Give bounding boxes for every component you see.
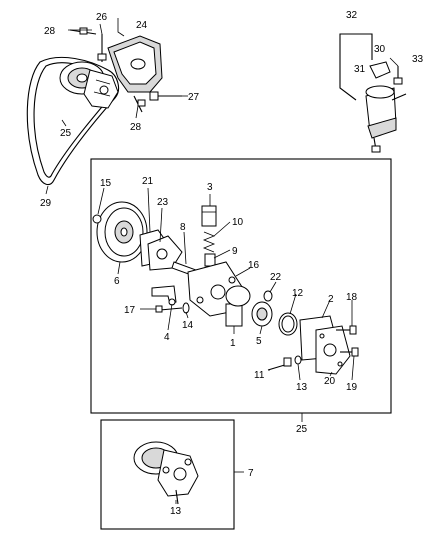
leader-lines bbox=[45, 23, 399, 504]
bracket-bolt-27 bbox=[149, 91, 182, 101]
bracket-bolt-28-top bbox=[69, 27, 97, 35]
callout-7: 7 bbox=[248, 468, 254, 479]
gasket-12 bbox=[278, 312, 298, 336]
callout-8: 8 bbox=[180, 222, 186, 233]
pulley-6 bbox=[96, 201, 148, 263]
leader-24 bbox=[117, 18, 125, 37]
callout-23: 23 bbox=[157, 197, 169, 208]
bolt-11 bbox=[267, 357, 292, 371]
callout-20: 20 bbox=[324, 376, 336, 387]
callout-33: 33 bbox=[412, 54, 424, 65]
valve-3 bbox=[201, 205, 217, 227]
callout-22: 22 bbox=[270, 272, 282, 283]
rear-cover-20 bbox=[315, 325, 351, 375]
callout-28-top: 28 bbox=[44, 26, 56, 37]
callout-26: 26 bbox=[96, 12, 108, 23]
cam-ring-1 bbox=[225, 285, 251, 327]
callout-1: 1 bbox=[230, 338, 236, 349]
callout-25-bottom: 25 bbox=[296, 424, 308, 435]
callout-29: 29 bbox=[40, 198, 52, 209]
callout-3: 3 bbox=[207, 182, 213, 193]
bolt-17 bbox=[155, 305, 183, 313]
callout-10: 10 bbox=[232, 217, 244, 228]
pump-exploded-view-frame bbox=[90, 158, 392, 414]
pump-reference-view bbox=[133, 441, 199, 505]
callout-4: 4 bbox=[164, 332, 170, 343]
callout-19: 19 bbox=[346, 382, 358, 393]
callout-17: 17 bbox=[124, 305, 136, 316]
callout-6: 6 bbox=[114, 276, 120, 287]
oring-13 bbox=[294, 355, 302, 365]
pump-reference-frame bbox=[100, 419, 235, 530]
spring-10 bbox=[202, 231, 216, 253]
bolt-19 bbox=[340, 347, 359, 357]
callout-21: 21 bbox=[142, 176, 154, 187]
callout-13: 13 bbox=[296, 382, 308, 393]
mounting-bracket bbox=[107, 35, 163, 93]
callout-9: 9 bbox=[232, 246, 238, 257]
callout-2: 2 bbox=[328, 294, 334, 305]
callout-labels: 28 26 24 27 28 25 29 32 30 33 31 15 21 2… bbox=[40, 10, 424, 517]
pulley-nut-15 bbox=[92, 214, 102, 224]
callout-24: 24 bbox=[136, 20, 148, 31]
oring-14 bbox=[182, 302, 190, 314]
plate-23 bbox=[147, 235, 183, 271]
callout-15: 15 bbox=[100, 178, 112, 189]
callout-31: 31 bbox=[354, 64, 366, 75]
callout-27: 27 bbox=[188, 92, 200, 103]
callout-28-bottom: 28 bbox=[130, 122, 142, 133]
valve-9 bbox=[204, 253, 216, 267]
rotor-5 bbox=[251, 301, 273, 327]
callout-13-bottom: 13 bbox=[170, 506, 182, 517]
bolt-18 bbox=[336, 325, 357, 335]
callout-5: 5 bbox=[256, 336, 262, 347]
reservoir-bracket-lines bbox=[339, 33, 373, 101]
reservoir-body bbox=[365, 85, 407, 153]
callout-16: 16 bbox=[248, 260, 260, 271]
callout-30: 30 bbox=[374, 44, 386, 55]
pump-assembly-top bbox=[59, 61, 119, 109]
reservoir-bolt-33 bbox=[393, 66, 403, 85]
callout-14: 14 bbox=[182, 320, 194, 331]
seal-22 bbox=[263, 290, 273, 302]
bracket-bolt-26 bbox=[97, 34, 107, 62]
reservoir-cap bbox=[369, 61, 391, 79]
callout-18: 18 bbox=[346, 292, 358, 303]
callout-32: 32 bbox=[346, 10, 358, 21]
callout-11: 11 bbox=[254, 370, 265, 381]
callout-25-top: 25 bbox=[60, 128, 72, 139]
callout-12: 12 bbox=[292, 288, 304, 299]
bracket-bolt-28-bottom bbox=[133, 95, 146, 113]
hose-fitting-4 bbox=[151, 285, 177, 306]
